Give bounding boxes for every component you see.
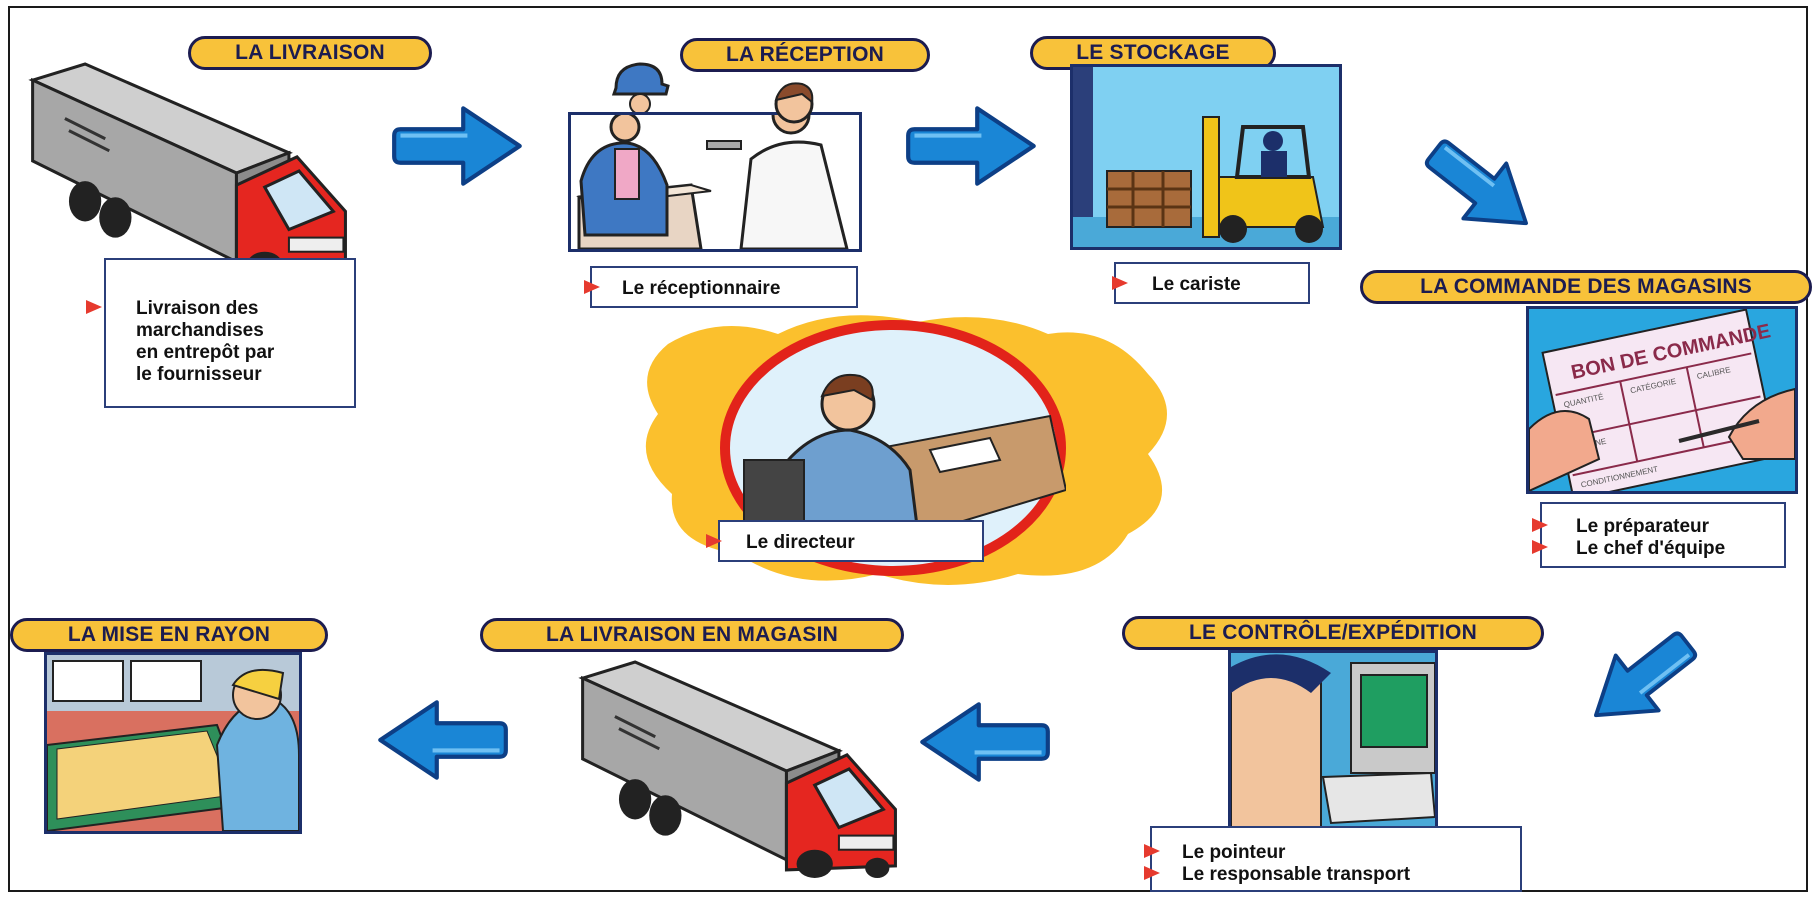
role-box-livraison: Livraison des marchandises en entrepôt p… — [86, 258, 356, 408]
role-line: Le responsable transport — [1182, 864, 1411, 885]
bullet-flag-icon — [1144, 866, 1160, 880]
truck-illustration — [568, 658, 904, 880]
role-line: Le cariste — [1152, 274, 1241, 295]
bullet-flag-icon — [1532, 540, 1548, 554]
role-line: Le chef d'équipe — [1576, 538, 1726, 559]
role-box-directeur: Le directeur — [706, 520, 984, 562]
role-box-controle: Le pointeur Le responsable transport — [1144, 826, 1522, 892]
stage-title-reception: LA RÉCEPTION — [680, 38, 930, 72]
role-line: en entrepôt par — [136, 342, 275, 363]
bullet-flag-icon — [1112, 276, 1128, 290]
role-box-commande: Le préparateur Le chef d'équipe — [1532, 502, 1786, 568]
commande-illustration: BON DE COMMANDE QUANTITÉ CATÉGORIE CALIB… — [1526, 306, 1798, 494]
receptionist-cap-icon — [611, 62, 670, 112]
bullet-flag-icon — [706, 534, 722, 548]
arrow-left-icon — [916, 700, 1052, 784]
stage-title-commande: LA COMMANDE DES MAGASINS — [1360, 270, 1812, 304]
clerk-head-icon — [774, 82, 814, 124]
arrow-down-right-icon — [1418, 136, 1544, 240]
role-line: Le directeur — [746, 532, 855, 553]
bullet-flag-icon — [1144, 844, 1160, 858]
truck-illustration — [18, 60, 354, 282]
reception-illustration — [568, 112, 862, 252]
stockage-illustration — [1070, 64, 1342, 250]
role-line: Livraison des — [136, 298, 259, 319]
arrow-right-icon — [904, 104, 1040, 188]
bullet-flag-icon — [584, 280, 600, 294]
role-box-reception: Le réceptionnaire — [584, 266, 858, 308]
role-line: Le préparateur — [1576, 516, 1710, 537]
role-line: Le réceptionnaire — [622, 278, 781, 299]
role-box-stockage: Le cariste — [1112, 262, 1310, 304]
arrow-down-left-icon — [1578, 628, 1704, 732]
stage-title-mise-en-rayon: LA MISE EN RAYON — [10, 618, 328, 652]
stage-title-livraison: LA LIVRAISON — [188, 36, 432, 70]
diagram-frame — [8, 6, 1808, 892]
role-line: Le pointeur — [1182, 842, 1286, 863]
role-line: marchandises — [136, 320, 264, 341]
controle-illustration — [1228, 650, 1438, 830]
mise-en-rayon-illustration — [44, 652, 302, 834]
truck-icon — [18, 60, 354, 282]
bullet-flag-icon — [86, 300, 102, 314]
role-line: le fournisseur — [136, 364, 262, 385]
bullet-flag-icon — [1532, 518, 1548, 532]
truck-icon — [568, 658, 904, 880]
arrow-left-icon — [374, 698, 510, 782]
arrow-right-icon — [390, 104, 526, 188]
stage-title-livraison-magasin: LA LIVRAISON EN MAGASIN — [480, 618, 904, 652]
stage-title-controle: LE CONTRÔLE/EXPÉDITION — [1122, 616, 1544, 650]
